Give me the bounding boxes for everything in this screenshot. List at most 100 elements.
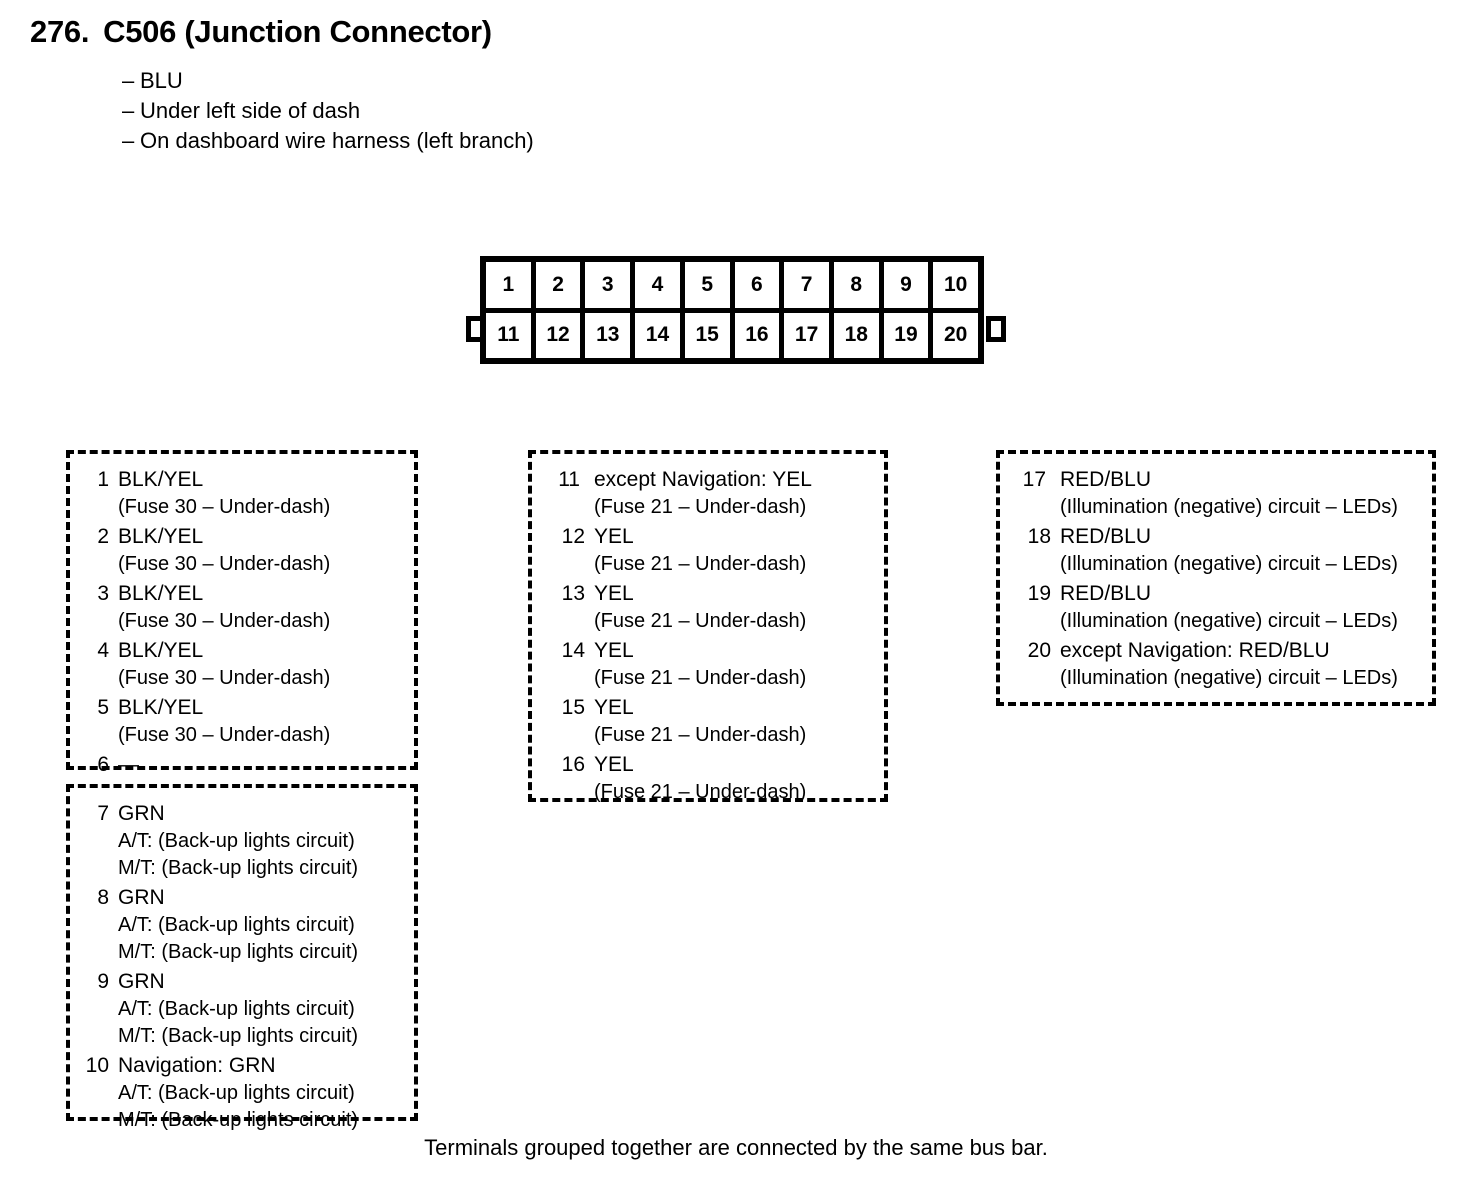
terminal-body: YEL (Fuse 21 – Under-dash) xyxy=(594,694,884,749)
pin-cell-16[interactable]: 16 xyxy=(734,312,785,358)
pin-cell-4[interactable]: 4 xyxy=(635,262,685,308)
pin-cell-10[interactable]: 10 xyxy=(933,262,979,308)
pin-cell-13[interactable]: 13 xyxy=(585,312,636,358)
pin-cell-8[interactable]: 8 xyxy=(833,262,884,308)
terminal-body: BLK/YEL(Fuse 30 – Under-dash) xyxy=(118,694,414,749)
terminal-wire-label: YEL xyxy=(594,696,634,719)
pin-cell-6[interactable]: 6 xyxy=(734,262,785,308)
pin-cell-18[interactable]: 18 xyxy=(833,312,884,358)
terminal-circuit-detail: A/T: (Back-up lights circuit) xyxy=(118,830,355,852)
connector-attribute-text: Under left side of dash xyxy=(140,98,361,123)
terminal-circuit-detail: M/T: (Back-up lights circuit) xyxy=(118,1109,359,1131)
terminal-wire-label: RED/BLU xyxy=(1060,582,1152,605)
connector-attributes: –BLU–Under left side of dash–On dashboar… xyxy=(122,66,534,156)
connector-attribute-text: On dashboard wire harness (left branch) xyxy=(140,128,534,153)
pin-cell-15[interactable]: 15 xyxy=(684,312,735,358)
bullet-dash-icon: – xyxy=(122,68,135,93)
terminal-number: 2 xyxy=(97,525,109,548)
terminal-body: except Navigation: YEL(Fuse 21 – Under-d… xyxy=(594,466,884,521)
terminal-circuit-detail: (Illumination (negative) circuit – LEDs) xyxy=(1060,496,1398,518)
terminal-wire-label: GRN xyxy=(118,886,165,909)
pin-cell-1[interactable]: 1 xyxy=(486,262,536,308)
terminal-circuit-detail: (Fuse 30 – Under-dash) xyxy=(118,667,331,689)
pin-cell-5[interactable]: 5 xyxy=(684,262,735,308)
connector-attribute-line: –Under left side of dash xyxy=(122,96,534,126)
terminal-body: BLK/YEL(Fuse 30 – Under-dash) xyxy=(118,637,414,692)
terminal-item: 11 except Navigation: YEL(Fuse 21 – Under… xyxy=(532,466,884,521)
terminal-body: YEL (Fuse 21 – Under-dash) xyxy=(594,751,884,806)
terminal-number: 4 xyxy=(97,639,109,662)
terminal-wire-label: Navigation: GRN xyxy=(118,1054,276,1077)
terminal-wire-label: YEL xyxy=(594,753,634,776)
pin-cell-11[interactable]: 11 xyxy=(486,312,536,358)
terminal-item: 2 BLK/YEL(Fuse 30 – Under-dash) xyxy=(70,523,414,578)
bullet-dash-icon: – xyxy=(122,98,135,123)
terminal-circuit-detail: M/T: (Back-up lights circuit) xyxy=(118,1025,359,1047)
connector-attribute-text: BLU xyxy=(140,68,183,93)
terminal-item: 9 GRN A/T: (Back-up lights circuit) M/T: (B… xyxy=(70,968,414,1050)
pin-cell-19[interactable]: 19 xyxy=(883,312,934,358)
terminal-body: RED/BLU(Illumination (negative) circuit … xyxy=(1060,466,1432,521)
connector-attribute-line: –BLU xyxy=(122,66,534,96)
bus-bar-note: Terminals grouped together are connected… xyxy=(424,1135,1048,1160)
terminal-number: 9 xyxy=(97,970,109,993)
pin-cell-17[interactable]: 17 xyxy=(784,312,834,358)
terminal-body: YEL(Fuse 21 – Under-dash) xyxy=(594,580,884,635)
terminal-circuit-detail: (Illumination (negative) circuit – LEDs) xyxy=(1060,610,1398,632)
terminal-body: BLK/YEL(Fuse 30 – Under-dash) xyxy=(118,580,414,635)
terminal-number: 11 xyxy=(558,468,580,491)
terminal-number: 10 xyxy=(85,1054,109,1077)
pin-cell-14[interactable]: 14 xyxy=(635,312,685,358)
terminal-number: 15 xyxy=(561,696,585,719)
terminal-circuit-detail: (Illumination (negative) circuit – LEDs) xyxy=(1060,667,1398,689)
terminal-body: — xyxy=(118,751,414,779)
terminal-number: 20 xyxy=(1027,639,1051,662)
connector-tab-right xyxy=(986,316,1006,342)
terminal-body: RED/BLU(Illumination (negative) circuit … xyxy=(1060,523,1432,578)
pin-cell-20[interactable]: 20 xyxy=(933,312,979,358)
terminal-wire-label: GRN xyxy=(118,802,165,825)
terminal-number: 14 xyxy=(561,639,585,662)
terminal-item: 4 BLK/YEL(Fuse 30 – Under-dash) xyxy=(70,637,414,692)
terminal-wire-label: GRN xyxy=(118,970,165,993)
terminal-wire-label: — xyxy=(118,753,139,776)
page-title: 276.C506 (Junction Connector) xyxy=(30,14,492,50)
terminal-circuit-detail: (Fuse 21 – Under-dash) xyxy=(594,781,807,803)
terminal-circuit-detail: (Fuse 30 – Under-dash) xyxy=(118,496,331,518)
terminal-circuit-detail: A/T: (Back-up lights circuit) xyxy=(118,998,355,1020)
pin-cell-9[interactable]: 9 xyxy=(883,262,934,308)
pin-cell-12[interactable]: 12 xyxy=(535,312,586,358)
pin-cell-2[interactable]: 2 xyxy=(535,262,586,308)
terminal-circuit-detail: (Fuse 21 – Under-dash) xyxy=(594,724,807,746)
terminal-circuit-detail: (Fuse 30 – Under-dash) xyxy=(118,610,331,632)
pin-cell-7[interactable]: 7 xyxy=(784,262,834,308)
terminal-wire-label: BLK/YEL xyxy=(118,468,204,491)
terminal-circuit-detail: (Fuse 21 – Under-dash) xyxy=(594,667,807,689)
terminal-circuit-detail: M/T: (Back-up lights circuit) xyxy=(118,857,359,879)
page-title-text: C506 (Junction Connector) xyxy=(103,14,492,49)
terminal-wire-label: except Navigation: RED/BLU xyxy=(1060,639,1330,662)
pin-cell-3[interactable]: 3 xyxy=(585,262,636,308)
terminal-number: 12 xyxy=(561,525,585,548)
terminal-item: 20 except Navigation: RED/BLU (Illuminatio… xyxy=(1000,637,1432,692)
terminal-body: RED/BLU (Illumination (negative) circuit … xyxy=(1060,580,1432,635)
bullet-dash-icon: – xyxy=(122,128,135,153)
terminal-body: BLK/YEL(Fuse 30 – Under-dash) xyxy=(118,523,414,578)
terminal-item: 15 YEL (Fuse 21 – Under-dash) xyxy=(532,694,884,749)
